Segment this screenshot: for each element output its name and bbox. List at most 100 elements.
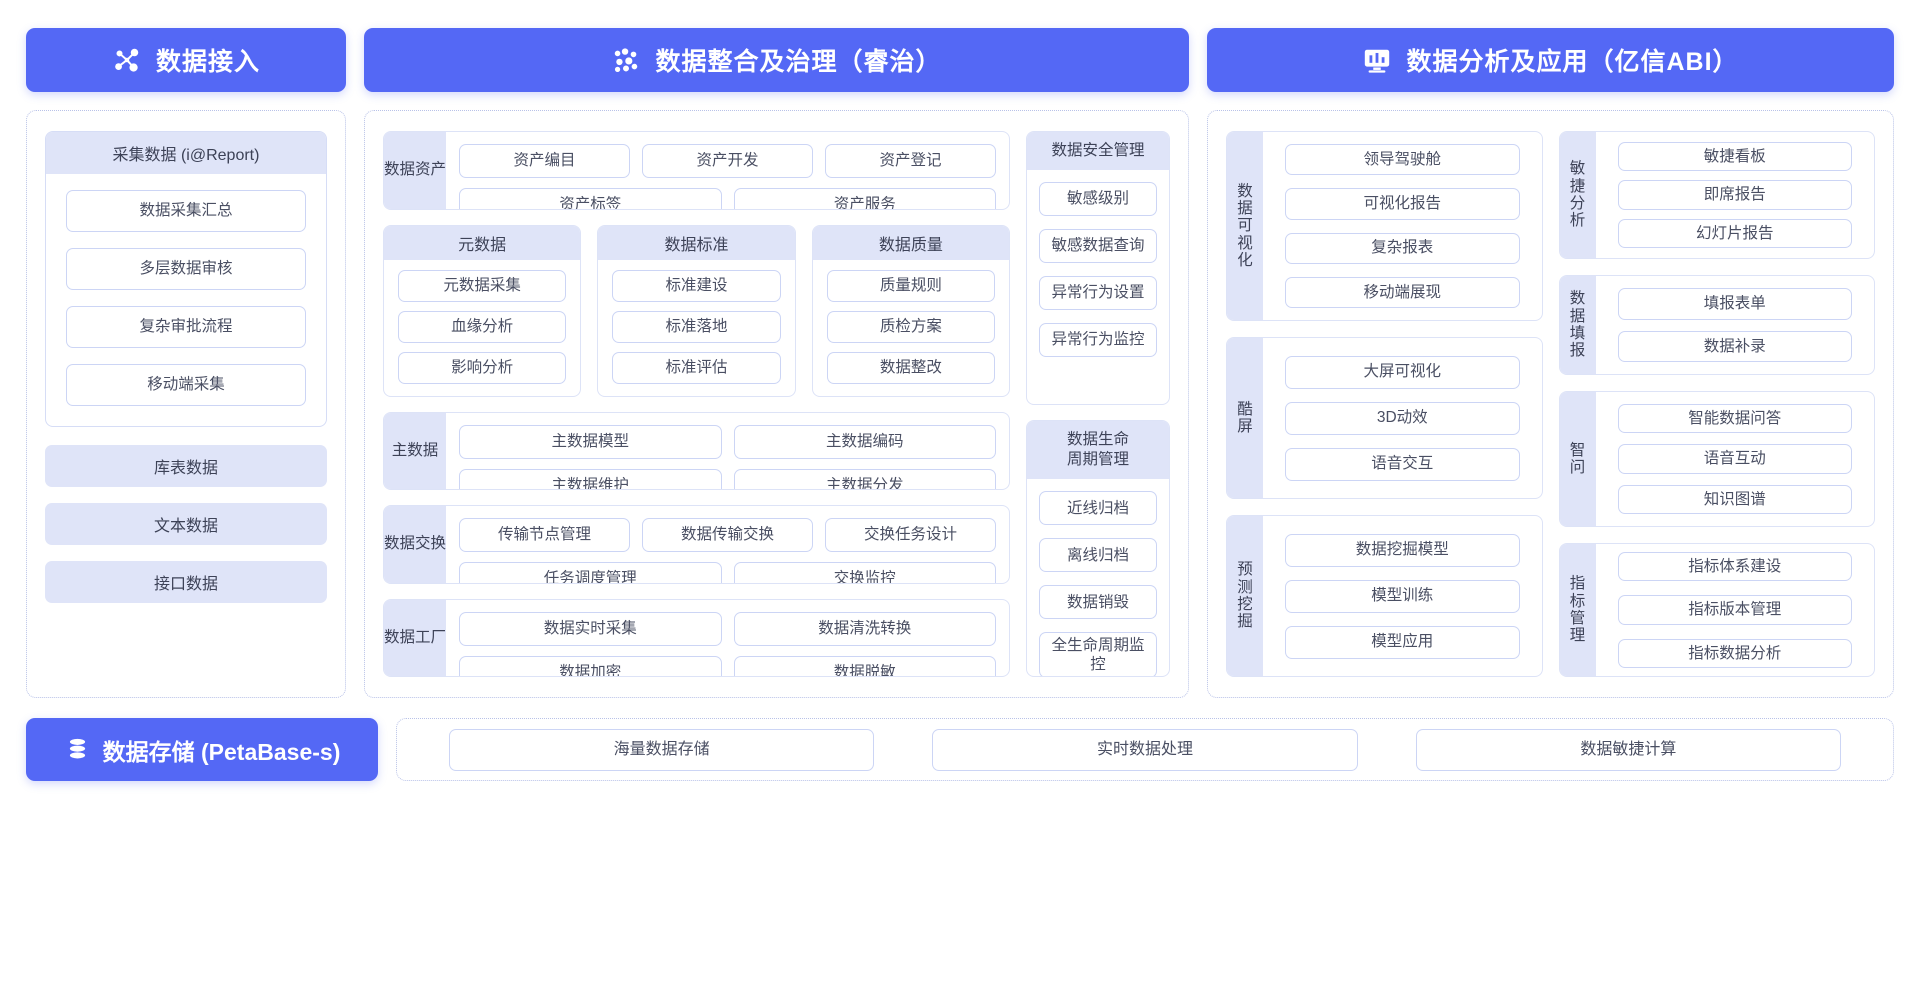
block-label: 酷屏 [1227,338,1263,498]
feature-pill[interactable]: 传输节点管理 [459,518,630,552]
feature-pill[interactable]: 数据传输交换 [642,518,813,552]
body-data-analysis: 数据可视化 领导驾驶舱 可视化报告 复杂报表 移动端展现 酷屏 大屏可 [1207,110,1894,698]
card-title-line2: 周期管理 [1066,451,1129,469]
feature-pill[interactable]: 指标体系建设 [1617,551,1852,582]
feature-pill[interactable]: 敏感数据查询 [1039,229,1157,264]
block-row: 资产编目 资产开发 资产登记 [459,144,996,178]
header-data-access[interactable]: 数据接入 [26,28,346,92]
block-row: 任务调度管理 交换监控 [459,562,996,583]
feature-pill[interactable]: 模型应用 [1285,625,1520,659]
feature-pill[interactable]: 数据清洗转换 [733,611,996,646]
feature-pill[interactable]: 异常行为监控 [1039,323,1157,358]
feature-pill[interactable]: 影响分析 [398,351,567,384]
feature-pill[interactable]: 元数据采集 [398,269,567,302]
block-cool-screen: 酷屏 大屏可视化 3D动效 语音交互 [1226,337,1543,499]
feature-pill[interactable]: 大屏可视化 [1285,355,1520,389]
feature-pill[interactable]: 血缘分析 [398,310,567,343]
card-data-standard: 数据标准 标准建设 标准落地 标准评估 [597,224,796,397]
collect-data-title: 采集数据 (i@Report) [46,132,326,174]
header-data-storage[interactable]: 数据存储 (PetaBase-s) [26,718,378,781]
feature-pill[interactable]: 主数据模型 [459,424,722,459]
trio-group: 元数据 元数据采集 血缘分析 影响分析 数据标准 标准建设 [383,224,1010,397]
block-label: 数据可视化 [1227,132,1263,320]
feature-pill[interactable]: 数据实时采集 [459,611,722,646]
block-row: 传输节点管理 数据传输交换 交换任务设计 [459,518,996,552]
feature-pill[interactable]: 知识图谱 [1617,484,1852,515]
block-data-exchange: 数据交换 传输节点管理 数据传输交换 交换任务设计 任务调度管理 交换监控 [383,505,1010,584]
block-data-reporting: 数据填报 填报表单 数据补录 [1558,275,1875,375]
feature-pill[interactable]: 异常行为设置 [1039,276,1157,311]
feature-pill[interactable]: 复杂审批流程 [66,306,306,348]
feature-pill[interactable]: 语音互动 [1617,444,1852,474]
block-data-asset: 数据资产 资产编目 资产开发 资产登记 资产标签 资产服务 [383,131,1010,210]
block-smart-query: 智问 智能数据问答 语音互动 知识图谱 [1558,391,1875,527]
block-row: 数据实时采集 数据清洗转换 [459,611,996,646]
governance-left: 数据资产 资产编目 资产开发 资产登记 资产标签 资产服务 [383,131,1010,677]
block-items: 敏捷看板 即席报告 幻灯片报告 [1596,132,1875,258]
source-band[interactable]: 文本数据 [45,503,327,545]
feature-pill[interactable]: 语音交互 [1285,447,1520,481]
feature-pill[interactable]: 交换任务设计 [825,518,996,552]
feature-pill[interactable]: 多层数据审核 [66,248,306,290]
feature-pill[interactable]: 任务调度管理 [459,562,722,583]
block-metric-management: 指标管理 指标体系建设 指标版本管理 指标数据分析 [1558,543,1875,677]
feature-pill[interactable]: 资产标签 [459,188,722,209]
block-label: 预测挖掘 [1227,516,1263,676]
feature-pill[interactable]: 数据加密 [459,655,722,677]
feature-pill[interactable]: 可视化报告 [1285,188,1520,220]
feature-pill[interactable]: 数据挖掘模型 [1285,533,1520,567]
card-items: 元数据采集 血缘分析 影响分析 [384,260,580,396]
feature-pill[interactable]: 资产开发 [642,144,813,178]
feature-pill[interactable]: 实时数据处理 [932,728,1358,771]
feature-pill[interactable]: 填报表单 [1617,288,1852,320]
feature-pill[interactable]: 幻灯片报告 [1617,218,1852,249]
feature-pill[interactable]: 资产服务 [733,188,996,209]
feature-pill[interactable]: 标准建设 [612,269,781,302]
feature-pill[interactable]: 数据整改 [826,351,995,384]
block-row: 主数据维护 主数据分发 [459,468,996,490]
feature-pill[interactable]: 移动端采集 [66,364,306,406]
source-band[interactable]: 接口数据 [45,561,327,603]
header-data-governance[interactable]: 数据整合及治理（睿治） [364,28,1189,92]
feature-pill[interactable]: 指标版本管理 [1617,595,1852,625]
feature-pill[interactable]: 离线归档 [1039,538,1157,573]
feature-pill[interactable]: 智能数据问答 [1617,403,1852,434]
feature-pill[interactable]: 海量数据存储 [449,728,875,771]
feature-pill[interactable]: 近线归档 [1039,491,1157,526]
header-title: 数据存储 (PetaBase-s) [102,738,341,765]
block-label: 智问 [1559,392,1596,526]
feature-pill[interactable]: 复杂报表 [1285,232,1520,264]
feature-pill[interactable]: 数据脱敏 [733,655,996,677]
feature-pill[interactable]: 标准落地 [612,310,781,343]
feature-pill[interactable]: 主数据维护 [459,468,722,490]
feature-pill[interactable]: 敏感级别 [1039,182,1157,217]
analysis-layout: 数据可视化 领导驾驶舱 可视化报告 复杂报表 移动端展现 酷屏 大屏可 [1226,131,1875,677]
card-metadata: 元数据 元数据采集 血缘分析 影响分析 [383,224,582,397]
feature-pill[interactable]: 质量规则 [826,269,995,302]
feature-pill[interactable]: 领导驾驶舱 [1285,144,1520,176]
feature-pill[interactable]: 移动端展现 [1285,276,1520,308]
feature-pill[interactable]: 质检方案 [826,310,995,343]
header-data-analysis[interactable]: 数据分析及应用（亿信ABI） [1207,28,1894,92]
feature-pill[interactable]: 资产编目 [459,144,630,178]
feature-pill[interactable]: 即席报告 [1617,180,1852,210]
feature-pill[interactable]: 数据采集汇总 [66,190,306,232]
feature-pill[interactable]: 主数据分发 [733,468,996,490]
feature-pill[interactable]: 3D动效 [1285,401,1520,435]
feature-pill[interactable]: 数据补录 [1617,330,1852,362]
feature-pill[interactable]: 指标数据分析 [1617,638,1852,669]
feature-pill[interactable]: 数据敏捷计算 [1415,728,1841,771]
source-band[interactable]: 库表数据 [45,445,327,487]
feature-pill[interactable]: 数据销毁 [1039,585,1157,620]
feature-pill[interactable]: 全生命周期监控 [1039,632,1157,676]
feature-pill[interactable]: 模型训练 [1285,579,1520,613]
feature-pill[interactable]: 资产登记 [825,144,996,178]
feature-pill[interactable]: 敏捷看板 [1617,141,1852,172]
column-data-access: 数据接入 采集数据 (i@Report) 数据采集汇总 多层数据审核 复杂审批流… [26,28,346,698]
governance-layout: 数据资产 资产编目 资产开发 资产登记 资产标签 资产服务 [383,131,1170,677]
feature-pill[interactable]: 交换监控 [733,562,996,583]
governance-right: 数据安全管理 敏感级别 敏感数据查询 异常行为设置 异常行为监控 数据生命 [1026,131,1170,677]
feature-pill[interactable]: 主数据编码 [733,424,996,459]
feature-pill[interactable]: 标准评估 [612,351,781,384]
